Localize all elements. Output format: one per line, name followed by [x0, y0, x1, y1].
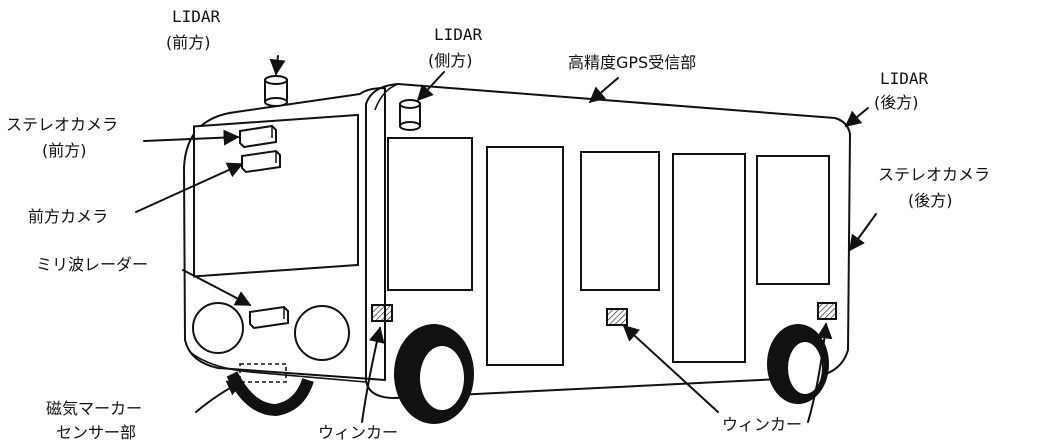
winker-mid-unit: [606, 308, 628, 326]
arrow-radar: [182, 269, 252, 306]
label-stereo-front: ステレオカメラ: [6, 115, 118, 134]
arrow-gps: [588, 77, 619, 104]
label-stereo-rear-sub: (後方): [908, 191, 953, 210]
winker-rear-unit: [817, 302, 837, 320]
arrow-lidar-side: [416, 71, 445, 102]
side-window-3: [756, 155, 830, 285]
label-front-camera: 前方カメラ: [28, 207, 108, 226]
wheel-front-left: [226, 371, 314, 417]
arrow-winker-front: [361, 326, 385, 423]
headlight-left: [192, 302, 244, 354]
arrow-magnetic: [195, 380, 244, 413]
label-winker-right: ウィンカー: [722, 415, 802, 434]
side-window-2: [580, 151, 660, 291]
arrow-winker-mid: [622, 324, 719, 413]
arrow-lidar-front: [269, 55, 286, 76]
wheel-front-right: [394, 324, 474, 424]
headlight-right: [294, 305, 350, 361]
label-stereo-front-sub: (前方): [42, 141, 87, 160]
arrow-stereo-front: [143, 129, 240, 146]
label-lidar-side-sub: (側方): [428, 51, 473, 70]
label-magnetic-sub: センサー部: [56, 423, 136, 441]
winker-front-unit: [371, 304, 393, 322]
arrow-lidar-rear: [844, 107, 869, 128]
bus-front-bottom: [189, 351, 367, 383]
label-magnetic: 磁気マーカー: [46, 399, 142, 418]
bus-roof-edge: [374, 83, 399, 111]
label-stereo-rear: ステレオカメラ: [878, 165, 990, 184]
arrow-winker-rear: [807, 322, 833, 423]
label-lidar-front-sub: (前方): [166, 33, 211, 52]
arrow-front-camera: [135, 162, 244, 213]
bus-side-panel: [365, 83, 851, 399]
radar-unit: [249, 305, 289, 330]
wheel-rear: [767, 324, 829, 404]
arrow-stereo-rear: [849, 213, 877, 252]
label-winker-left: ウィンカー: [318, 423, 398, 441]
magnetic-sensor-unit: [239, 363, 287, 383]
front-windshield: [193, 113, 359, 278]
label-radar: ミリ波レーダー: [36, 255, 148, 274]
label-gps: 高精度GPS受信部: [568, 53, 696, 72]
lidar-front-unit: [264, 75, 288, 107]
side-door-1: [486, 146, 564, 366]
lidar-side-unit: [399, 99, 421, 131]
side-door-2: [672, 153, 746, 363]
label-lidar-rear: LIDAR: [880, 69, 929, 88]
label-lidar-rear-sub: (後方): [874, 93, 919, 112]
label-lidar-side: LIDAR: [434, 25, 483, 44]
label-lidar-front: LIDAR: [172, 7, 221, 26]
side-window-1: [387, 137, 473, 291]
stereo-camera-front-unit: [239, 124, 277, 149]
